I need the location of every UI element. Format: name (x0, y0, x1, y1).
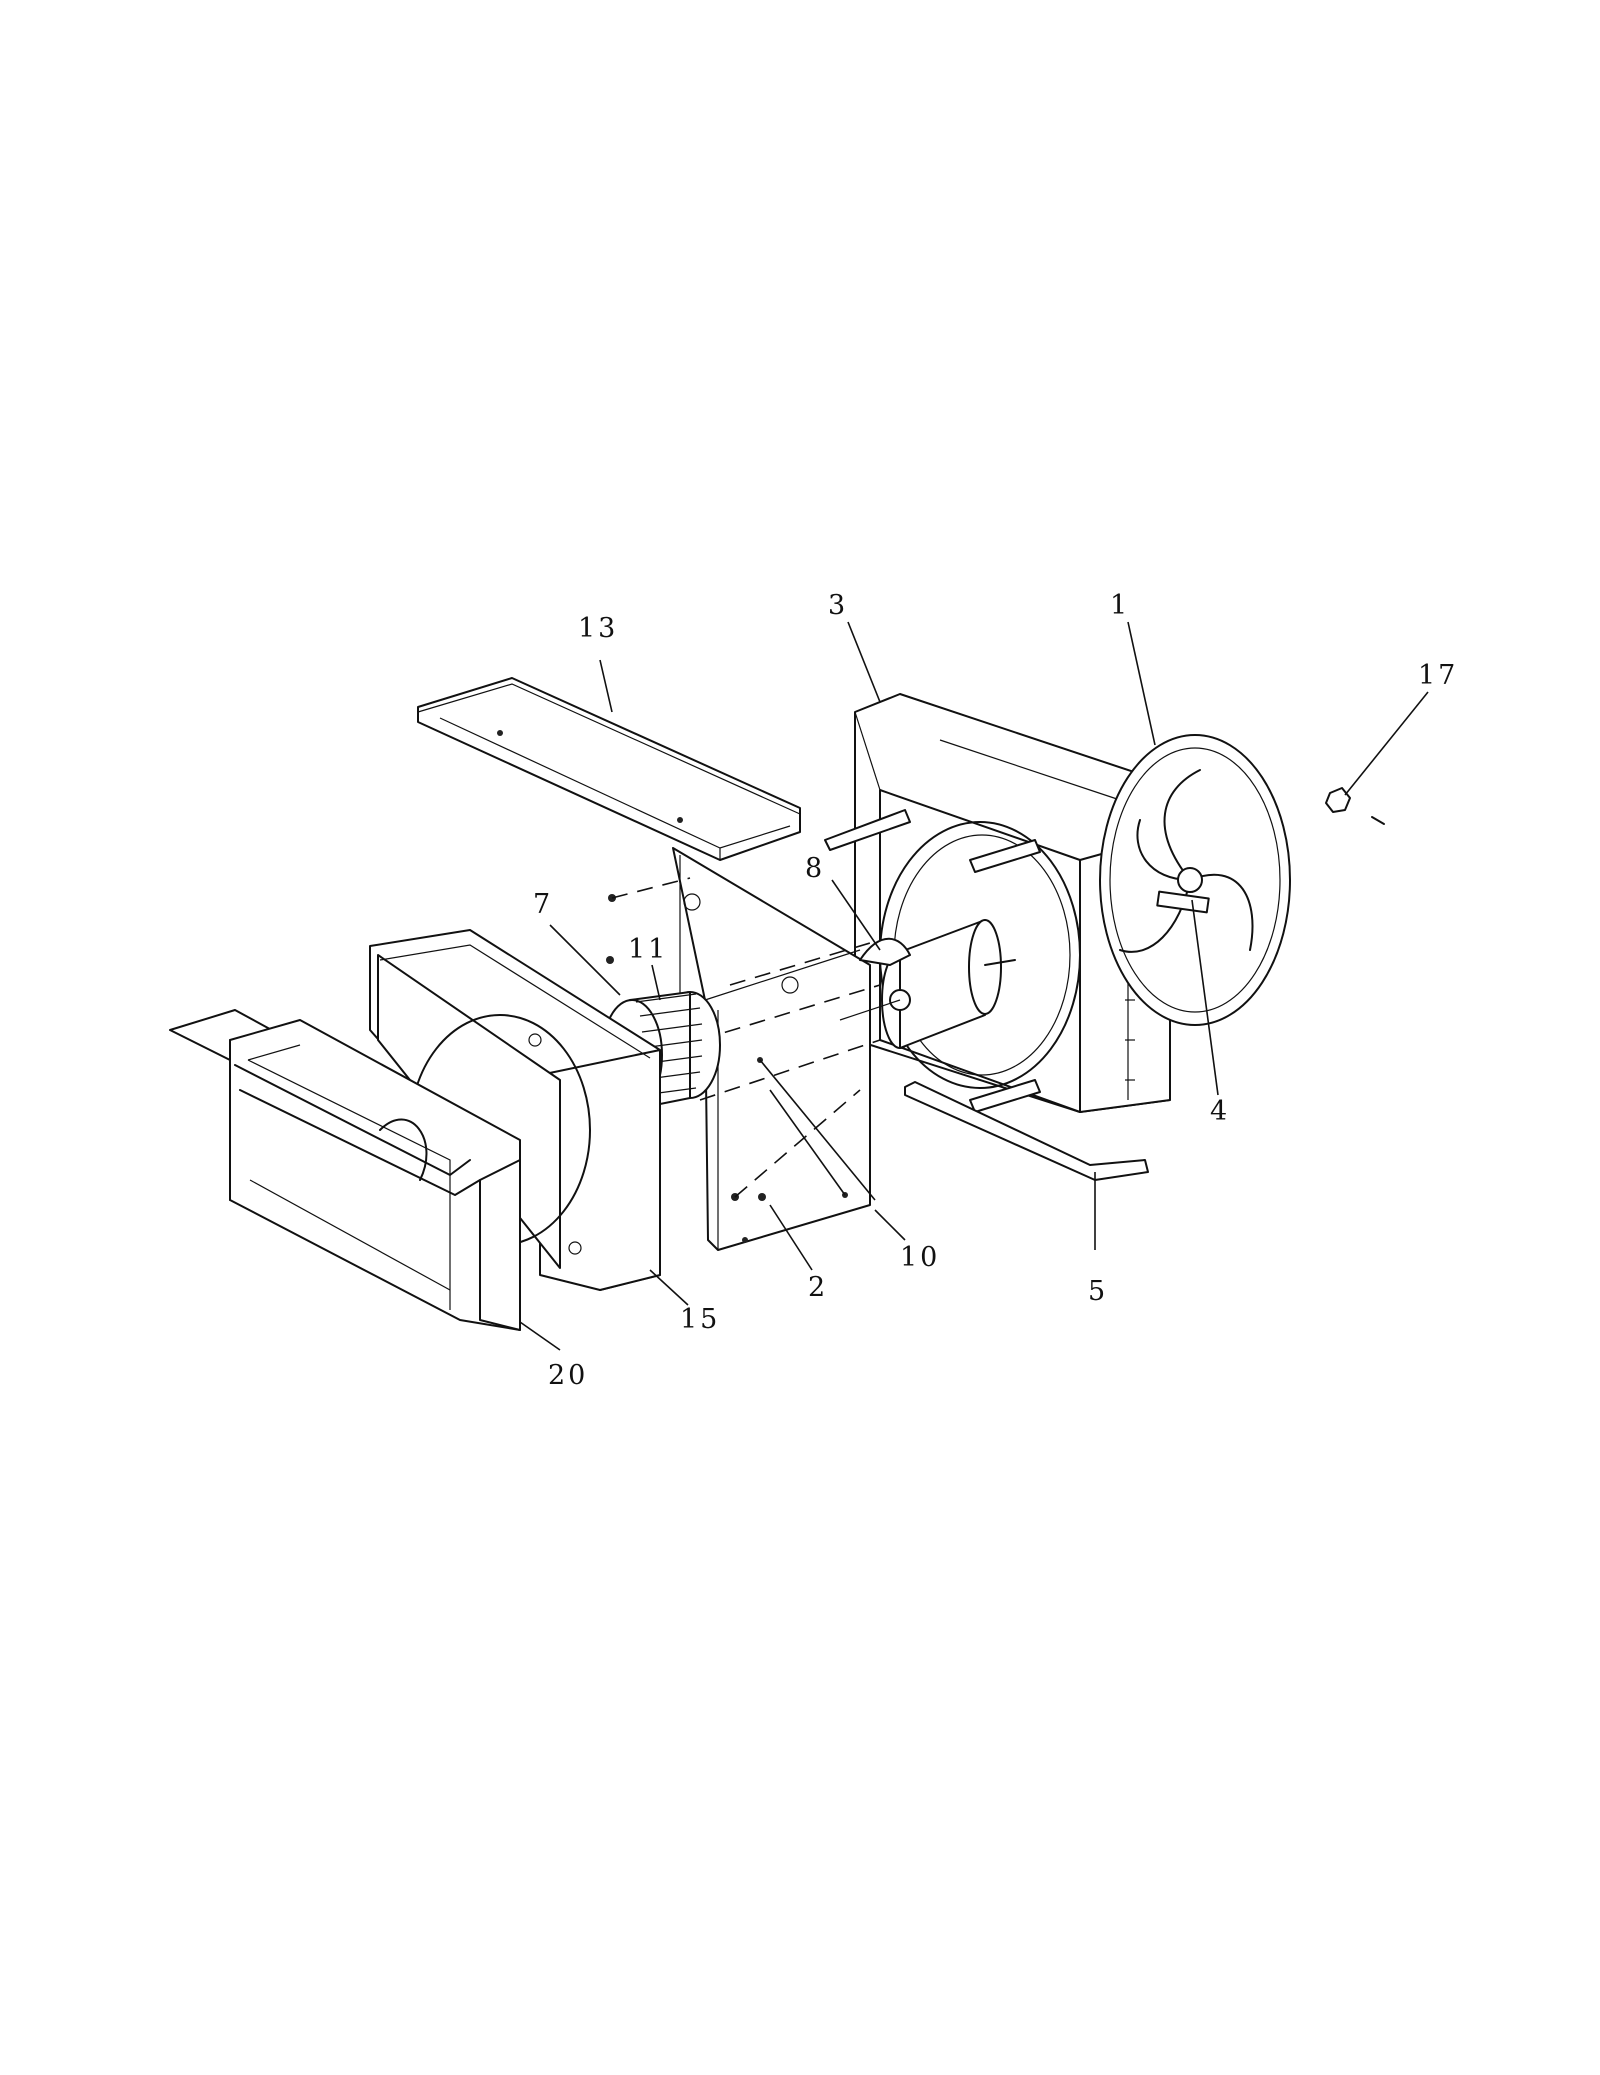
part-1-fan-blade (1099, 734, 1291, 1026)
callout-11: 11 (628, 934, 668, 965)
callout-13: 13 (578, 613, 618, 644)
part-17-fastener (1325, 787, 1385, 825)
callout-20: 20 (548, 1360, 588, 1391)
part-20-front-frame (169, 1009, 521, 1331)
callout-3: 3 (828, 590, 848, 621)
callout-15: 15 (680, 1304, 720, 1335)
callout-4: 4 (1210, 1096, 1230, 1127)
part-2-screw (758, 1193, 766, 1201)
callout-1: 1 (1110, 590, 1130, 621)
callout-10: 10 (900, 1242, 940, 1273)
part-8-motor (839, 919, 1016, 1049)
callout-8: 8 (805, 853, 825, 884)
part-5-rail (904, 1081, 1149, 1181)
callout-17: 17 (1418, 660, 1458, 691)
callout-2: 2 (808, 1272, 828, 1303)
callout-labels: 1 3 13 17 8 7 11 4 10 2 5 15 20 (533, 590, 1458, 1391)
callout-5: 5 (1088, 1276, 1108, 1307)
part-10-scroll-plate (672, 847, 881, 1251)
part-7-screw (608, 877, 691, 902)
part-13-top-panel (417, 677, 801, 861)
callout-7: 7 (533, 889, 553, 920)
leader-lines (519, 621, 1429, 1351)
